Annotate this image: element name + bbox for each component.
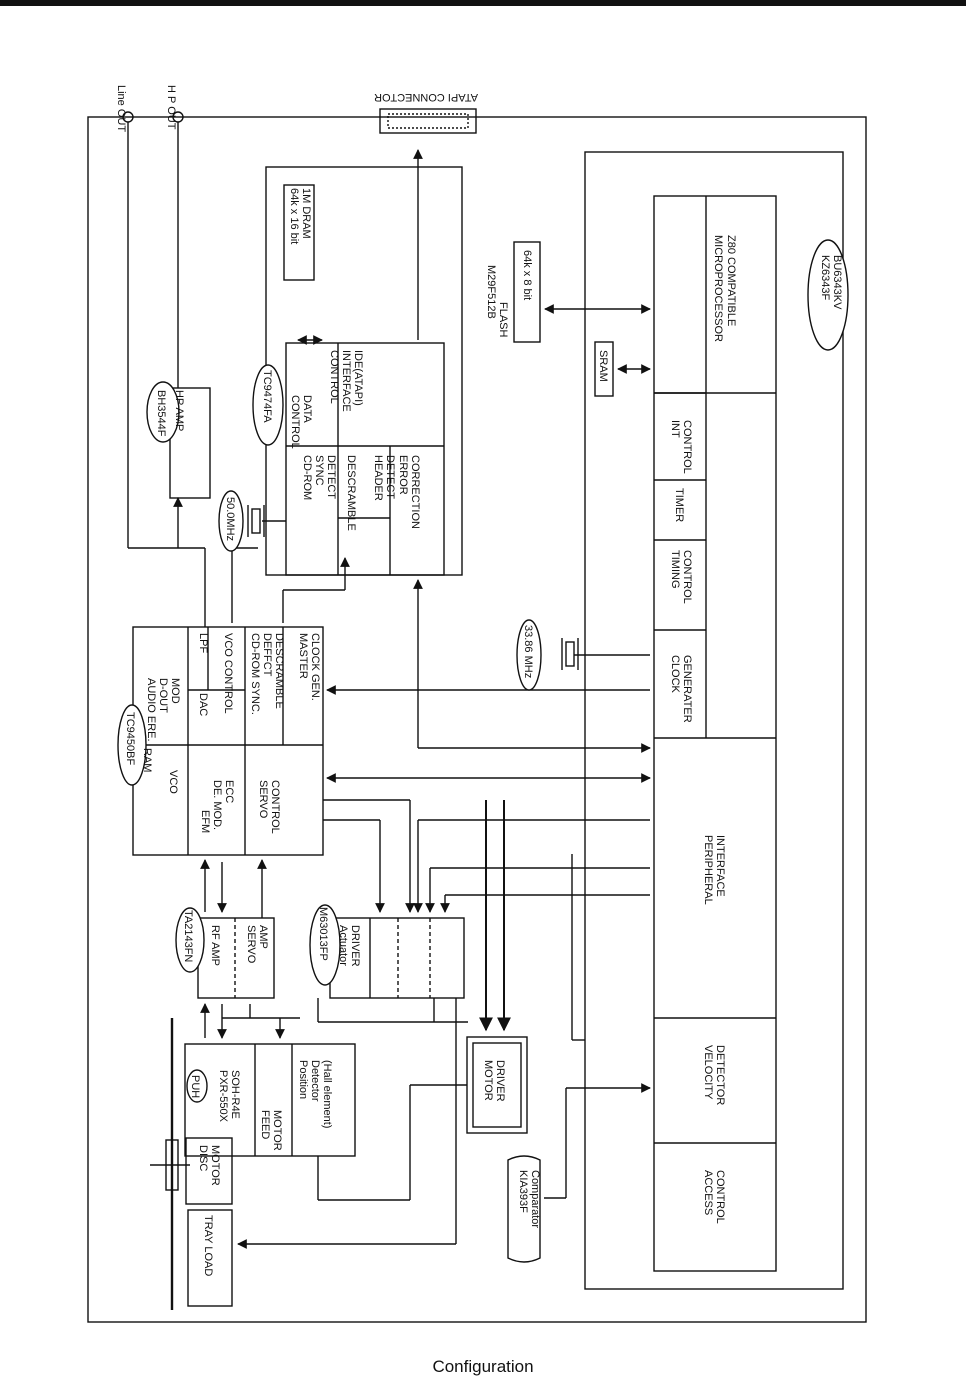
diagram-label: MOTOR bbox=[482, 1060, 494, 1101]
diagram-label: SYNC bbox=[313, 455, 325, 486]
hp-amp-label: HP AMP bbox=[173, 390, 185, 431]
diagram-label: DESCRAMBLE bbox=[273, 633, 285, 709]
diagram-label: ACCESS bbox=[702, 1170, 714, 1215]
diagram-label: DRIVER bbox=[349, 925, 361, 967]
block-diagram: Line OUT H P OUT ATAPI CONNECTOR 1M DRAM… bbox=[87, 85, 867, 1323]
diagram-label: CONTROL bbox=[289, 395, 301, 449]
diagram-label: RF AMP bbox=[209, 925, 221, 966]
diagram-label: D-OUT bbox=[157, 678, 169, 713]
diagram-label: DETECT bbox=[384, 455, 396, 499]
diagram-label: DISC bbox=[197, 1145, 209, 1171]
kz-outer-block bbox=[584, 151, 844, 1290]
diagram-label: TIMER bbox=[673, 488, 685, 522]
diagram-label: IDE(ATAPI) bbox=[352, 350, 364, 406]
diagram-label: FEED bbox=[259, 1110, 271, 1139]
xtal-3386-label: 33.86 MHz bbox=[522, 625, 534, 678]
diagram-label: (Hall element) bbox=[321, 1060, 333, 1128]
diagram-label: CONTROL bbox=[681, 550, 693, 604]
diagram-label: CORRECTION bbox=[409, 455, 421, 529]
diagram-label: Position bbox=[297, 1060, 309, 1099]
diagram-label: HEADER bbox=[372, 455, 384, 501]
tc9450-chip-label: TC9450BF bbox=[124, 712, 136, 765]
atapi-connector-label: ATAPI CONNECTOR bbox=[374, 91, 478, 103]
sram-label: SRAM bbox=[597, 350, 609, 382]
diagram-label: LPF bbox=[197, 633, 209, 653]
diagram-label: DATA bbox=[301, 395, 313, 423]
diagram-label: GENERATER bbox=[681, 655, 693, 723]
outer-frame bbox=[87, 116, 867, 1323]
diagram-label: MOTOR bbox=[271, 1110, 283, 1151]
diagram-label: AMP bbox=[257, 925, 269, 949]
diagram-label: AUDIO ERE. bbox=[145, 678, 157, 742]
diagram-label: MICROPROCESSOR bbox=[712, 235, 724, 342]
flash-label-1: FLASH bbox=[497, 302, 509, 338]
diagram-label: INT bbox=[669, 420, 681, 438]
diagram-label: CONTROL bbox=[714, 1170, 726, 1224]
diagram-label: CONTROL bbox=[681, 420, 693, 474]
diagram-label: DETECTOR bbox=[714, 1045, 726, 1105]
diagram-label: EFM bbox=[199, 810, 211, 833]
diagram-label: CD-ROM bbox=[301, 455, 313, 500]
diagram-label: CONTROL bbox=[269, 780, 281, 834]
puh-block bbox=[184, 1043, 356, 1157]
line-out-label: Line OUT bbox=[115, 85, 127, 132]
diagram-label: CLOCK bbox=[669, 655, 681, 694]
diagram-label: CONTROL bbox=[328, 350, 340, 404]
diagram-label: ECC bbox=[223, 780, 235, 803]
diagram-label: VCO CONTROL bbox=[222, 633, 234, 714]
hp-out-label: H P OUT bbox=[165, 85, 177, 130]
diagram-label: ERROR bbox=[397, 455, 409, 495]
diagram-label: PUH bbox=[189, 1075, 201, 1098]
kz-inner-block bbox=[653, 195, 777, 1272]
dram-label-1: 1M DRAM bbox=[300, 188, 312, 239]
diagram-label: TRAY LOAD bbox=[202, 1215, 214, 1276]
diagram-label: DESCRAMBLE bbox=[345, 455, 357, 531]
diagram-label: Actuator bbox=[337, 925, 349, 966]
flash-size-label: 64k x 8 bit bbox=[521, 250, 533, 300]
flash-label-2: M29F512B bbox=[485, 265, 497, 319]
diagram-label: DE. MOD. bbox=[211, 780, 223, 830]
diagram-label: SERVO bbox=[245, 925, 257, 964]
m63013-chip-label: M63013FP bbox=[317, 907, 329, 961]
diagram-label: VELOCITY bbox=[702, 1045, 714, 1100]
diagram-label: DRIVER bbox=[494, 1060, 506, 1102]
diagram-label: SERVO bbox=[257, 780, 269, 819]
xtal-50-label: 50.0MHz bbox=[224, 497, 236, 541]
diagram-label: MASTER bbox=[297, 633, 309, 679]
diagram-label: Detector bbox=[309, 1060, 321, 1102]
diagram-label: TIMING bbox=[669, 550, 681, 589]
diagram-label: SOH-R4E bbox=[229, 1070, 241, 1119]
diagram-label: DEFFCT bbox=[261, 633, 273, 677]
tray-load-block bbox=[187, 1209, 233, 1307]
disc-motor-block bbox=[185, 1137, 233, 1205]
diagram-label: INTERFACE bbox=[340, 350, 352, 412]
diagram-label: MOTOR bbox=[209, 1145, 221, 1186]
figure-caption: Configuration bbox=[432, 1357, 534, 1376]
diagram-label: PERIPHERAL bbox=[702, 835, 714, 905]
diagram-label: DAC bbox=[197, 693, 209, 716]
diagram-label: RAM bbox=[141, 748, 153, 772]
top-rule bbox=[0, 0, 966, 6]
tc9474-chip-label: TC9474FA bbox=[261, 370, 273, 423]
diagram-label: Z80 COMPATIBLE bbox=[725, 235, 737, 326]
diagram-label: CLOCK GEN. bbox=[309, 633, 321, 701]
diagram-label: Comparator bbox=[529, 1170, 541, 1228]
dram-label-2: 64k x 16 bit bbox=[288, 188, 300, 244]
kz-chip-label-1: KZ6343F bbox=[819, 255, 831, 301]
diagram-label: VCO bbox=[167, 770, 179, 794]
diagram-label: INTERFACE bbox=[714, 835, 726, 897]
ta2143-chip-label: TA2143FN bbox=[182, 910, 194, 962]
diagram-label: CD-ROM SYNC. bbox=[249, 633, 261, 715]
diagram-label: MOD bbox=[169, 678, 181, 704]
kia393-chip-label: KIA393F bbox=[517, 1170, 529, 1213]
atapi-connector-block bbox=[379, 108, 477, 134]
diagram-label: DETECT bbox=[325, 455, 337, 499]
tc9474-core bbox=[285, 342, 445, 576]
kz-chip-label-2: BU6343KV bbox=[831, 255, 843, 310]
hp-amp-chip-label: BH3544F bbox=[155, 390, 167, 437]
diagram-label: PXR-550X bbox=[217, 1070, 229, 1123]
